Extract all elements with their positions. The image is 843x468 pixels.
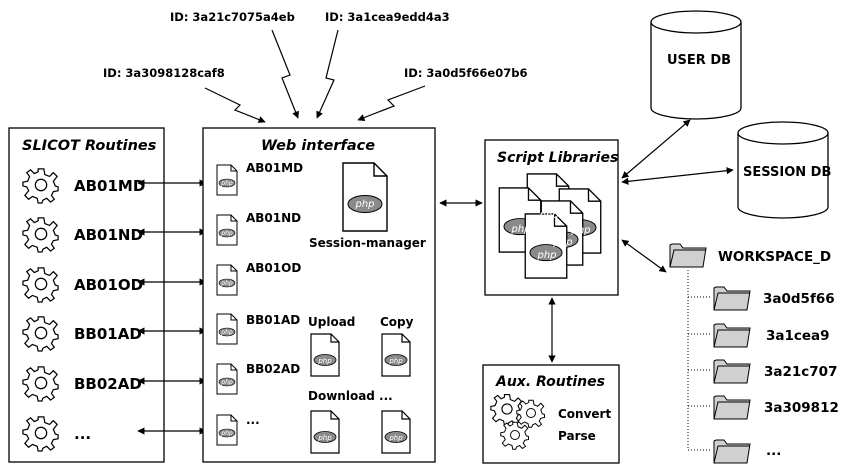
folder-icon (713, 323, 751, 348)
php-logo-text: php (317, 434, 332, 442)
php-logo-text: php (220, 280, 233, 287)
aux-title: Aux. Routines (495, 374, 605, 390)
workspace-folder-label: ... (766, 443, 781, 459)
routine-label: BB02AD (74, 375, 142, 393)
gear-icon (22, 267, 59, 303)
gear-icon (22, 366, 59, 402)
user-db: USER DB (650, 10, 742, 120)
routine-label: AB01ND (74, 226, 143, 244)
php-logo-text: php (538, 210, 558, 221)
web-interface-panel: Web interface AB01MD AB01ND AB01OD BB01A… (202, 127, 436, 463)
folder-icon (713, 439, 751, 464)
workspace-tree: WORKSPACE_D 3a0d5f66 3a1cea9 3a21c707 3a… (669, 243, 839, 464)
lightning-arrow (204, 87, 266, 123)
gear-icon (516, 399, 545, 428)
script-libraries-panel: Script Libraries (484, 139, 619, 296)
copy-label: Copy (380, 315, 414, 329)
aux-routines-panel: Aux. Routines Convert Parse (482, 364, 620, 464)
php-logo-text: php (220, 379, 233, 386)
scripts-userdb-connector (621, 119, 691, 179)
php-logo-text: php (536, 250, 556, 261)
gear-icon (22, 217, 59, 253)
routine-label: AB01MD (74, 177, 145, 195)
script-label: AB01OD (246, 261, 301, 275)
php-logo-text: php (220, 430, 233, 437)
session-id-label: ID: 3a0d5f66e07b6 (404, 66, 527, 80)
php-logo-text: php (354, 199, 374, 210)
php-logo-text: php (510, 224, 530, 235)
workspace-root-label: WORKSPACE_D (718, 249, 831, 265)
php-logo-text: php (317, 357, 332, 365)
php-logo-text: php (552, 237, 572, 248)
routine-label: BB01AD (74, 325, 142, 343)
slicot-title: SLICOT Routines (22, 138, 157, 154)
script-label: BB02AD (246, 362, 300, 376)
workspace-folder-label: 3a309812 (764, 400, 839, 416)
routine-label: AB01OD (74, 276, 143, 294)
upload-php-icon (310, 333, 340, 377)
session-id-label: ID: 3a1cea9edd4a3 (325, 10, 450, 24)
aux-item-parse: Parse (558, 429, 596, 443)
folder-icon (713, 359, 751, 384)
php-logo-text: php (220, 230, 233, 237)
script-label: AB01ND (246, 211, 301, 225)
download-label: Download ... (308, 389, 393, 403)
gear-icon (500, 421, 529, 450)
php-logo-text: php (570, 225, 590, 236)
scripts-sessiondb-connector (621, 167, 734, 185)
php-logo-text: php (388, 434, 403, 442)
script-libraries-title: Script Libraries (497, 150, 618, 166)
gear-icon (22, 316, 59, 352)
aux-item-convert: Convert (558, 407, 611, 421)
routine-connectors (137, 179, 207, 435)
folder-icon (669, 243, 707, 268)
slicot-routines-panel: SLICOT Routines AB01MD AB01ND AB01OD BB0… (8, 127, 165, 463)
folder-icon (713, 286, 751, 311)
gear-icon (22, 416, 59, 452)
script-label: BB01AD (246, 313, 300, 327)
php-logo-text: php (220, 329, 233, 336)
gear-icon (22, 168, 59, 204)
session-manager-label: Session-manager (309, 236, 426, 250)
workspace-folder-label: 3a0d5f66 (763, 291, 835, 307)
session-db-label: SESSION DB (743, 165, 831, 180)
user-db-label: USER DB (667, 53, 731, 68)
script-label: ... (246, 413, 260, 427)
workspace-folder-label: 3a1cea9 (766, 328, 830, 344)
script-label: AB01MD (246, 161, 303, 175)
workspace-folder-label: 3a21c707 (764, 364, 837, 380)
routine-label: ... (74, 425, 91, 443)
download-php-icon (310, 410, 340, 454)
download-php-icon (381, 410, 411, 454)
folder-icon (713, 395, 751, 420)
copy-php-icon (381, 333, 411, 377)
scripts-workspace-connector (621, 239, 667, 273)
web-interface-title: Web interface (261, 138, 375, 154)
lightning-arrow (357, 85, 426, 122)
session-id-label: ID: 3a21c7075a4eb (170, 10, 295, 24)
upload-label: Upload (308, 315, 355, 329)
php-logo-text: php (388, 357, 403, 365)
gear-icon (490, 393, 523, 426)
session-ids: ID: 3a21c7075a4eb ID: 3a1cea9edd4a3 ID: … (103, 10, 527, 123)
php-logo-text: php (220, 180, 233, 187)
session-id-label: ID: 3a3098128caf8 (103, 66, 225, 80)
session-manager-php-icon (342, 162, 388, 232)
session-db: SESSION DB (737, 121, 831, 219)
lightning-arrow (316, 29, 339, 119)
lightning-arrow (271, 29, 299, 119)
